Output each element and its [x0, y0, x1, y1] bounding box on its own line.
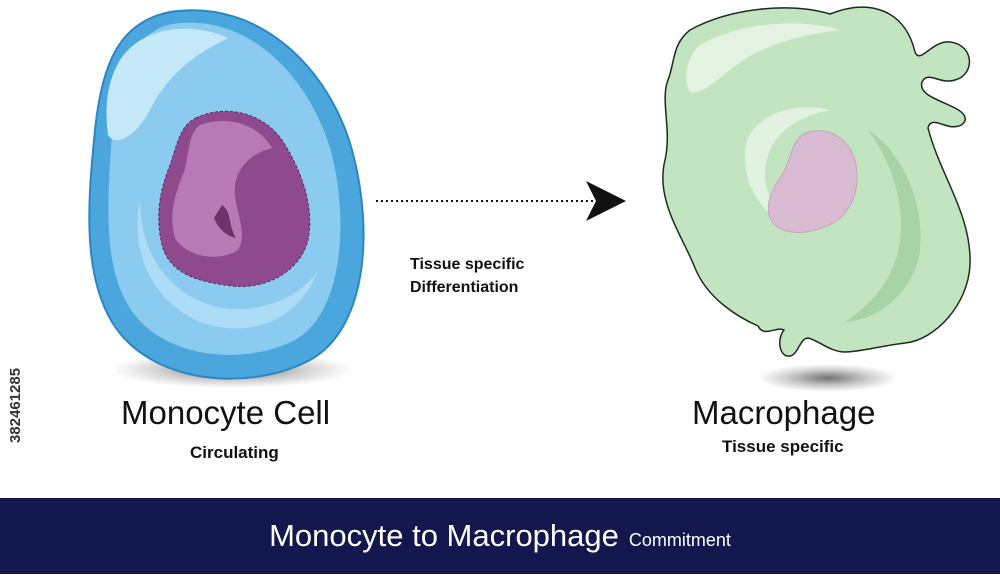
- macrophage-inner-ring: [744, 107, 830, 232]
- monocyte-nucleus-streak: [214, 205, 236, 238]
- macrophage-highlight-top: [686, 23, 840, 93]
- macrophage-cell: [662, 6, 971, 392]
- monocyte-inner-band: [137, 200, 318, 329]
- transition-label: Tissue specific Differentiation: [410, 253, 524, 299]
- macrophage-nucleus: [767, 130, 858, 233]
- macrophage-title: Macrophage: [692, 394, 876, 431]
- macrophage-shade: [845, 130, 921, 322]
- monocyte-cell: [88, 9, 365, 388]
- monocyte-title: Monocyte Cell: [121, 394, 331, 431]
- transition-line-1: Tissue specific: [410, 256, 525, 273]
- monocyte-nucleus-light: [172, 120, 272, 257]
- monocyte-subtitle: Circulating: [190, 443, 279, 462]
- side-id-text: 382461285: [2, 330, 30, 480]
- side-id-label: 382461285: [7, 367, 25, 443]
- macrophage-subtitle: Tissue specific: [722, 437, 844, 456]
- transition-line-2: Differentiation: [410, 279, 519, 296]
- macrophage-shadow: [758, 364, 898, 392]
- banner-title: Monocyte to Macrophage: [269, 518, 619, 553]
- title-banner: Monocyte to Macrophage Commitment: [0, 498, 1000, 574]
- monocyte-highlight: [106, 28, 228, 141]
- banner-subtitle: Commitment: [628, 529, 731, 550]
